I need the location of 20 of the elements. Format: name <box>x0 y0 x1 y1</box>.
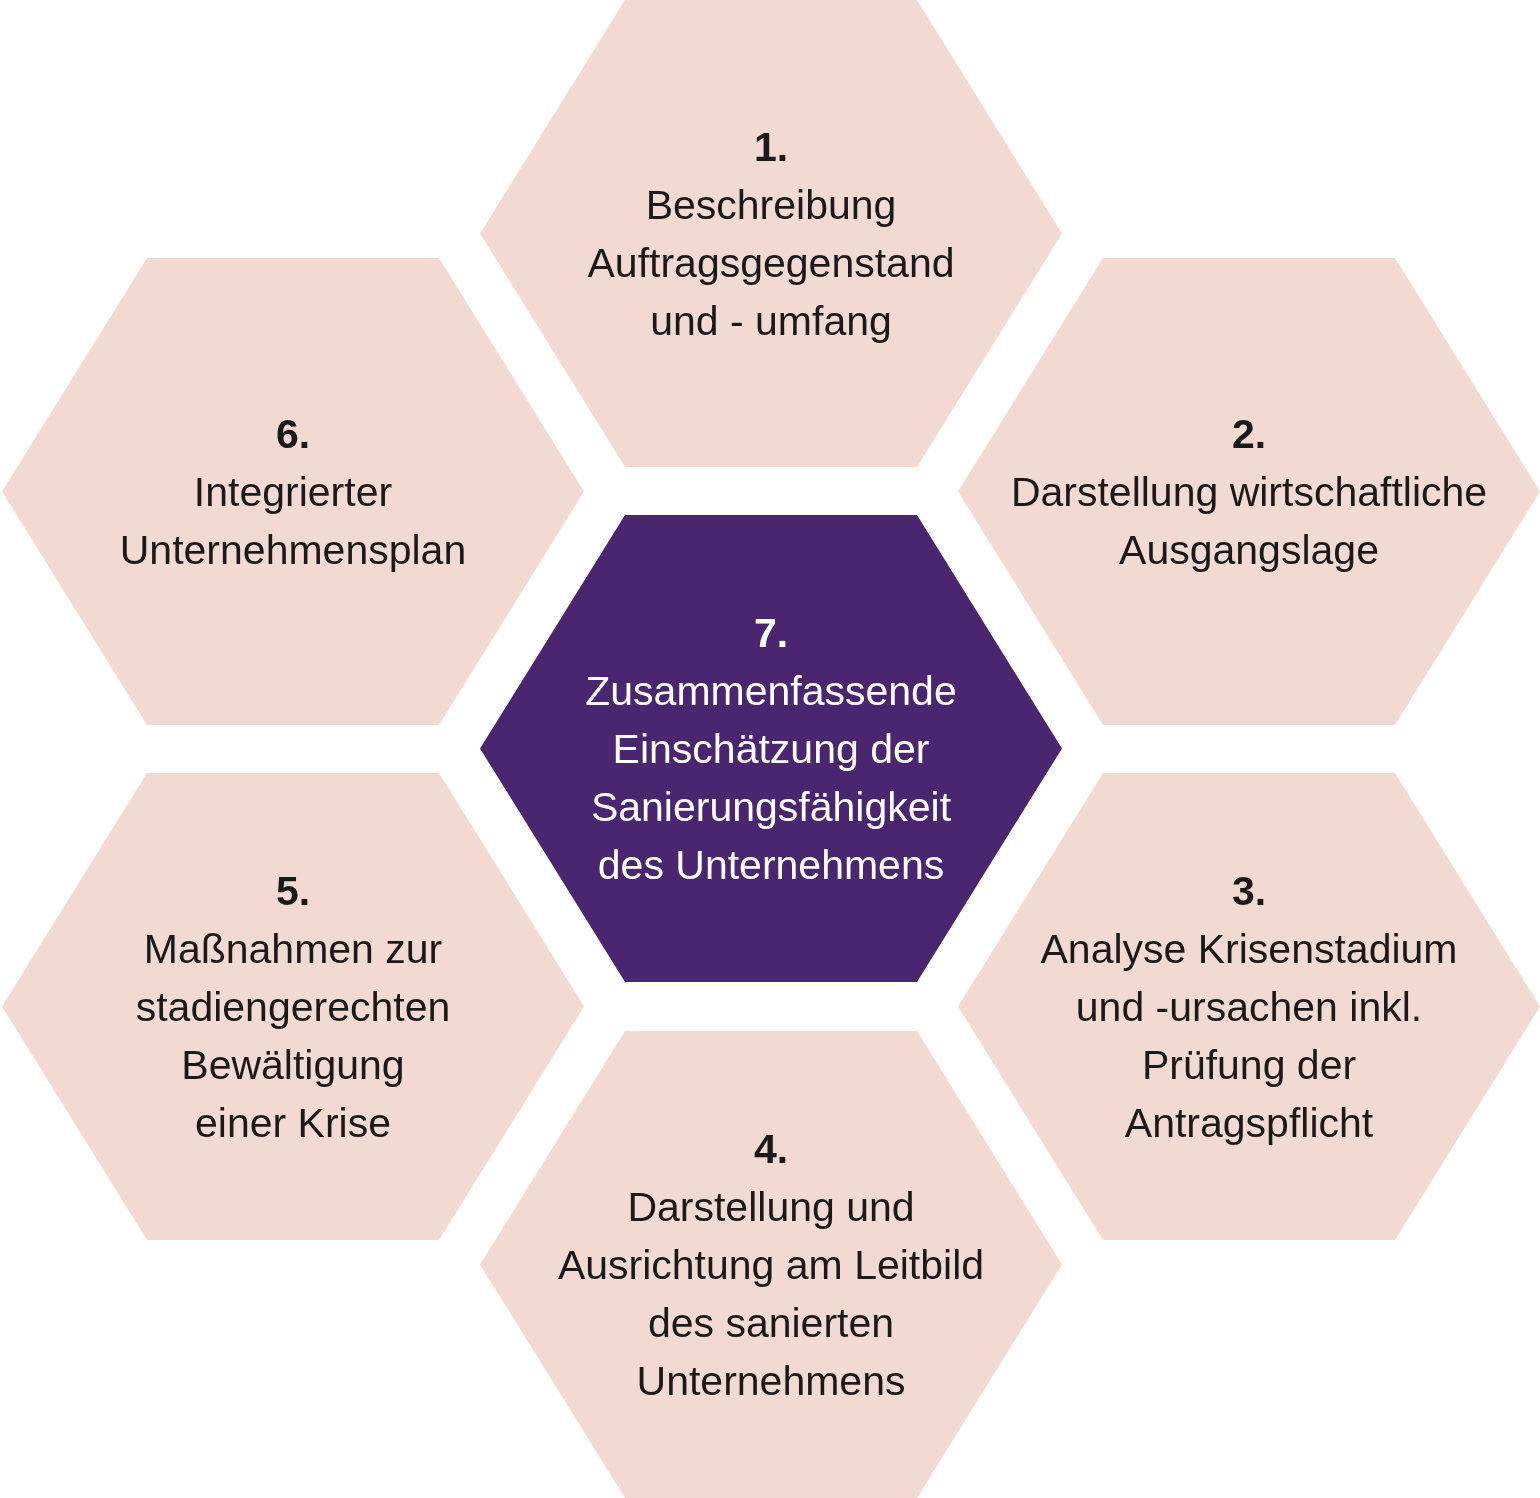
hexagon <box>480 0 1062 467</box>
step-number: 2. <box>1230 409 1268 459</box>
step-text: Darstellung und Ausrichtung am Leitbild des sanierten Unternehmens <box>556 1182 986 1406</box>
step-number: 7. <box>752 608 790 658</box>
hexagon <box>480 1031 1062 1498</box>
step-text: Integrierter Unternehmensplan <box>118 467 468 575</box>
hexagon <box>958 258 1540 725</box>
step-text: Analyse Krisenstadium und -ursachen inkl. Prüfung der Antragspflicht <box>1039 924 1459 1148</box>
step-text: Zusammenfassende Einschätzung der Sanierungsfähigkeit des Unternehmens <box>584 666 958 890</box>
step-number: 5. <box>274 866 312 916</box>
step-number: 3. <box>1230 866 1268 916</box>
step-text: Beschreibung Auftragsgegenstand und - umfang <box>586 180 956 346</box>
hexagon <box>2 773 584 1240</box>
step-number: 4. <box>752 1124 790 1174</box>
hexagon <box>2 258 584 725</box>
step-number: 6. <box>274 409 312 459</box>
step-text: Darstellung wirtschaftliche Ausgangslage <box>1009 467 1489 575</box>
hexagon <box>958 773 1540 1240</box>
step-number: 1. <box>752 122 790 172</box>
step-text: Maßnahmen zur stadiengerechten Bewältigung einer Krise <box>134 924 452 1148</box>
